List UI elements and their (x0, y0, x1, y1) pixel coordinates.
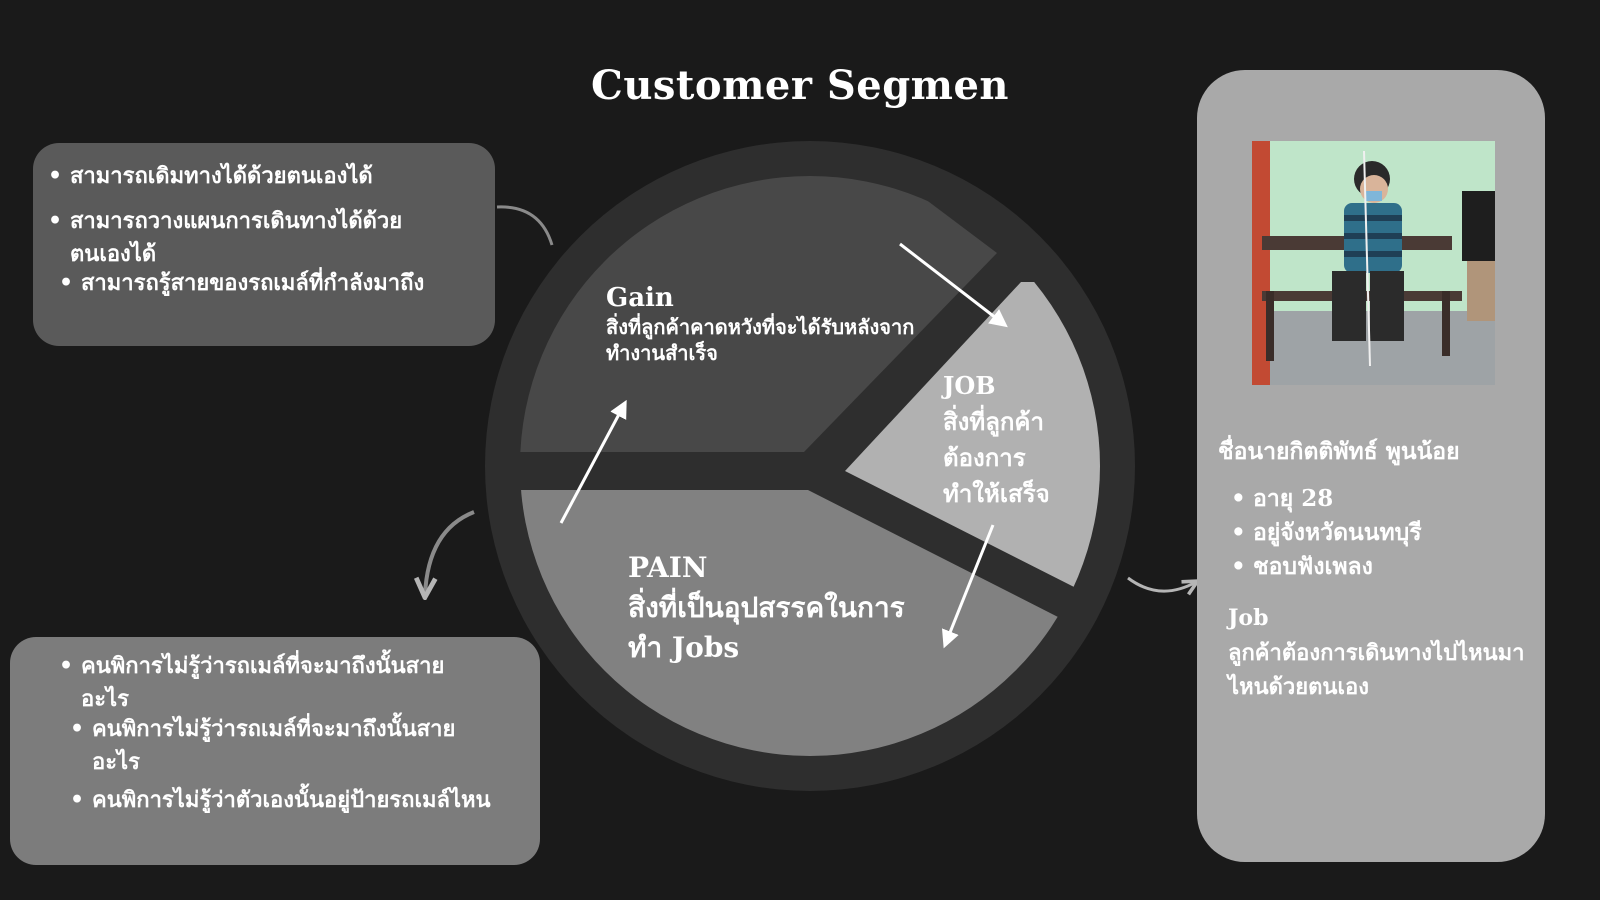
list-item: สามารถวางแผนการเดินทางได้ด้วยตนเองได้ (48, 205, 460, 271)
list-item: คนพิการไม่รู้ว่ารถเมล์ที่จะมาถึงนั้นสายอ… (70, 713, 492, 779)
pain-description: สิ่งที่เป็นอุปสรรคในการทำ Jobs (628, 591, 905, 664)
arrow-to-pain (941, 524, 995, 649)
customer-name: ชื่อนายกิตติพัทธ์ พูนน้อย (1218, 438, 1460, 465)
list-item: ชอบฟังเพลง (1231, 550, 1373, 583)
job-segment (845, 282, 1100, 590)
pain-label: PAIN สิ่งที่เป็นอุปสรรคในการทำ Jobs (628, 548, 908, 668)
customer-photo (1252, 141, 1495, 385)
list-item: อายุ 28 (1231, 482, 1333, 515)
page-title: Customer Segmen (590, 62, 1010, 109)
list-item: สามารถรู้สายของรถเมล์ที่กำลังมาถึง (59, 267, 481, 300)
connector-gains (496, 205, 554, 246)
arrow-to-gain (559, 399, 627, 524)
job-description: สิ่งที่ลูกค้าต้องการทำให้เสร็จ (943, 407, 1050, 508)
arrow-to-job (899, 242, 1008, 328)
job-title: JOB (943, 371, 996, 400)
connector-profile (1127, 576, 1196, 591)
customer-job-title: Job (1228, 605, 1269, 631)
customer-job-description: ลูกค้าต้องการเดินทางไปไหนมาไหนด้วยตนเอง (1228, 640, 1525, 700)
gain-label: Gain สิ่งที่ลูกค้าคาดหวังที่จะได้รับหลัง… (606, 282, 916, 366)
connector-pains (425, 510, 475, 595)
list-item: คนพิการไม่รู้ว่ารถเมล์ที่จะมาถึงนั้นสายอ… (59, 650, 481, 716)
list-item: อยู่จังหวัดนนทบุรี (1231, 516, 1422, 549)
pains-box: คนพิการไม่รู้ว่ารถเมล์ที่จะมาถึงนั้นสายอ… (10, 637, 540, 865)
list-item: คนพิการไม่รู้ว่าตัวเองนั้นอยู่ป้ายรถเมล์… (70, 784, 502, 817)
gains-box: สามารถเดิมทางได้ด้วยตนเองได้ สามารถวางแผ… (33, 143, 495, 346)
gain-description: สิ่งที่ลูกค้าคาดหวังที่จะได้รับหลังจากทำ… (606, 315, 915, 365)
pain-title: PAIN (628, 551, 708, 584)
gain-title: Gain (606, 283, 674, 313)
job-label: JOB สิ่งที่ลูกค้าต้องการทำให้เสร็จ (943, 368, 1073, 512)
list-item: สามารถเดิมทางได้ด้วยตนเองได้ (48, 160, 490, 193)
